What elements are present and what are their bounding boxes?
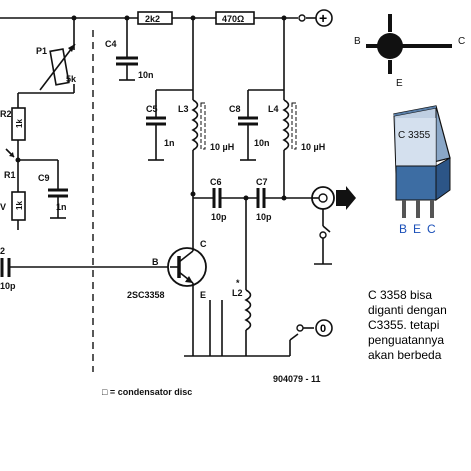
note-line: C3355. tetapi: [368, 318, 440, 332]
v-partial-label: V: [0, 202, 6, 212]
l3-value: 10 µH: [210, 142, 234, 152]
c3355-pin-e: E: [413, 222, 421, 236]
r1-label: R1: [4, 170, 16, 180]
l3-label: L3: [178, 104, 189, 114]
c7-label: C7: [256, 177, 268, 187]
c6-label: C6: [210, 177, 222, 187]
plus-label: +: [319, 10, 327, 26]
r2-label: R2: [0, 109, 12, 119]
coax-output: [311, 186, 356, 265]
c7-value: 10p: [256, 212, 272, 222]
c3355-pin-b: B: [399, 222, 407, 236]
c8-label: C8: [229, 104, 241, 114]
transistor-part-label: 2SC3358: [127, 290, 165, 300]
zero-terminal: [315, 319, 333, 337]
c9-value: 1n: [56, 202, 67, 212]
output-arrow-icon: [336, 186, 356, 210]
l4-c8-branch: [238, 18, 297, 201]
l2-branch: [244, 198, 252, 356]
legend-text: □ = condensator disc: [102, 387, 192, 397]
c3355-name: C 3355: [398, 130, 431, 141]
c5-value: 1n: [164, 138, 175, 148]
r1-value: 1k: [15, 201, 24, 210]
transistor-e-label: E: [200, 290, 206, 300]
note-line: C 3358 bisa: [368, 288, 433, 302]
coupling-line: [192, 188, 312, 208]
pinout-c-label: C: [458, 36, 465, 47]
note-line: penguatannya: [368, 333, 445, 347]
p1-value: 5k: [66, 74, 77, 84]
c3355-package: [393, 105, 451, 218]
r2-value: 1k: [15, 119, 24, 128]
note-line: akan berbeda: [368, 348, 442, 362]
c2-value: 10p: [0, 281, 16, 291]
transistor-c-label: C: [200, 239, 207, 249]
transistor-2sc3358: [167, 198, 207, 356]
transistor-pinout-symbol: [366, 14, 452, 74]
note-line: diganti dengan: [368, 303, 447, 317]
plus-terminal: [315, 9, 333, 27]
l2-label: L2: [232, 288, 243, 298]
capacitor-c4: [116, 18, 138, 81]
base-input: [0, 258, 170, 277]
c5-label: C5: [146, 104, 158, 114]
transistor-b-label: B: [152, 257, 159, 267]
c6-value: 10p: [211, 212, 227, 222]
c8-value: 10n: [254, 138, 270, 148]
l4-label: L4: [268, 104, 279, 114]
c2-num-label: 2: [0, 246, 5, 256]
capacitor-c9: [48, 160, 68, 219]
r-2k2-label: 2k2: [145, 14, 160, 24]
r-470-label: 470Ω: [222, 14, 244, 24]
pinout-e-label: E: [396, 78, 403, 89]
c4-value: 10n: [138, 70, 154, 80]
c3355-pin-c: C: [427, 222, 436, 236]
zero-label: 0: [320, 323, 326, 335]
c4-label: C4: [105, 39, 117, 49]
c9-label: C9: [38, 173, 50, 183]
left-chain: [5, 18, 76, 230]
l3-c5-branch: [146, 18, 206, 197]
l2-mark: *: [236, 278, 240, 288]
drawing-number: 904079 - 11: [273, 374, 321, 384]
substitution-note: C 3358 bisa diganti dengan C3355. tetapi…: [368, 288, 471, 363]
pinout-b-label: B: [354, 36, 361, 47]
l4-value: 10 µH: [301, 142, 325, 152]
p1-label: P1: [36, 46, 47, 56]
bottom-rail: [184, 300, 314, 357]
